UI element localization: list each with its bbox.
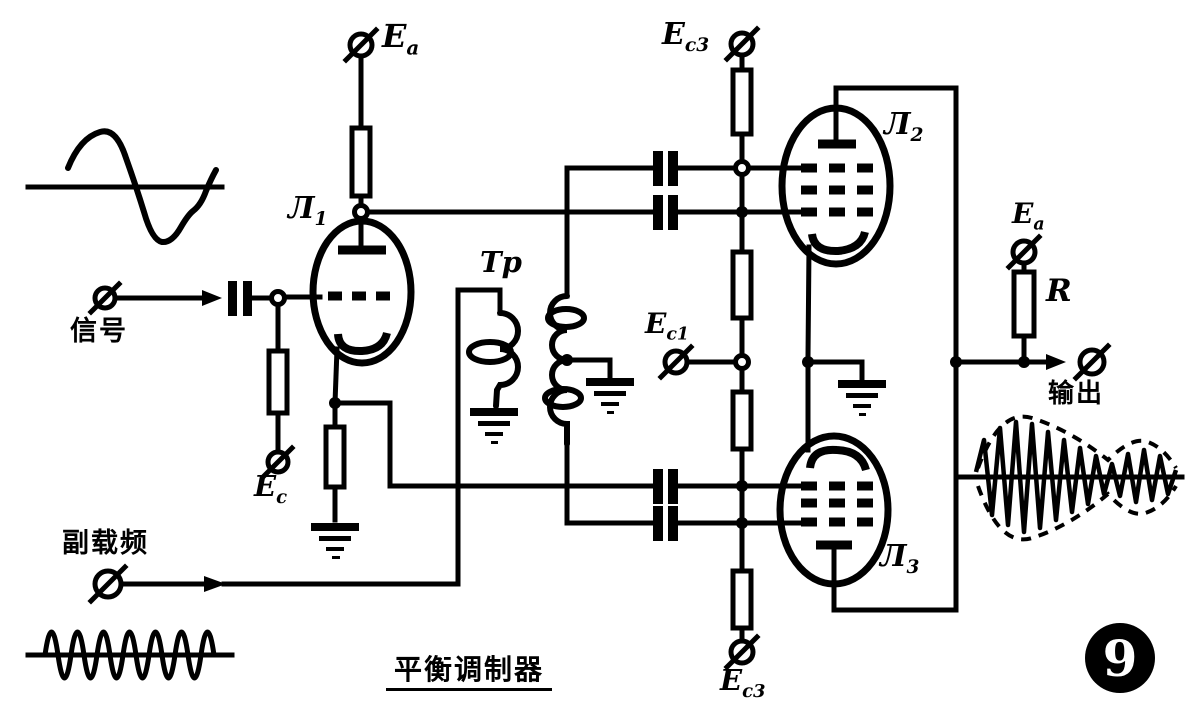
- label-output: 输出: [1048, 379, 1105, 409]
- terminal-ec: [260, 444, 296, 480]
- ground-cathode-l1: [311, 523, 359, 559]
- label-tube-l2: Л2: [884, 107, 924, 146]
- cathode-l1: [334, 331, 391, 356]
- primary-loop: [466, 339, 514, 365]
- figure-number-badge: 9: [1085, 623, 1155, 693]
- carrier-waveform: [25, 629, 235, 681]
- terminal-ec1: [657, 343, 695, 381]
- cathode-l3: [806, 445, 870, 472]
- capacitor-signal-to-l2: [653, 195, 678, 230]
- capacitor-signal-to-l3: [653, 469, 678, 504]
- cathode-l2: [808, 230, 869, 256]
- capacitor-carrier-to-l3: [653, 506, 678, 541]
- label-ec3-bottom: Ec3: [720, 663, 766, 702]
- label-tube-l3: Л3: [880, 539, 920, 578]
- output-waveform: [957, 414, 1185, 542]
- wiring: [113, 53, 1066, 644]
- output-arrow: [1046, 354, 1066, 370]
- figure-caption: 平衡调制器: [386, 656, 553, 691]
- resistor-grid-l1: [266, 348, 290, 416]
- ground-primary: [470, 408, 518, 444]
- label-ec: Ec: [254, 469, 288, 508]
- figure-number: 9: [1102, 628, 1138, 688]
- carrier-arrow: [204, 576, 226, 592]
- terminal-signal-input: [87, 280, 123, 316]
- secondary-loop-bottom: [542, 386, 584, 410]
- terminal-ea-top: [342, 26, 380, 64]
- resistor-bias-chain-3: [730, 389, 754, 452]
- terminal-output: [1072, 342, 1112, 382]
- resistor-plate-l1: [349, 125, 373, 199]
- label-signal-input: 信号: [70, 316, 128, 347]
- modulating-waveform: [25, 128, 225, 246]
- ground-cathodes-l2-l3: [838, 380, 886, 416]
- resistor-cathode-l1: [323, 424, 347, 490]
- capacitor-signal-input: [228, 281, 252, 316]
- terminal-ea-right: [1005, 233, 1043, 271]
- tube-l1: [309, 215, 415, 406]
- ground-secondary-tap: [586, 378, 634, 414]
- resistor-load-r: [1011, 269, 1037, 339]
- resistor-bias-chain-4: [730, 568, 754, 631]
- tube-l2: [778, 104, 894, 268]
- label-ea-top: Ea: [382, 17, 420, 60]
- signal-arrow: [202, 290, 222, 306]
- label-load-resistor: R: [1046, 273, 1072, 309]
- junctions: [269, 159, 1030, 529]
- label-ec3-top: Ec3: [662, 17, 710, 56]
- terminal-ec3-bottom: [723, 633, 761, 671]
- resistor-bias-chain-1: [730, 67, 754, 137]
- secondary-loop-top: [545, 306, 587, 330]
- label-ea-right: Ea: [1012, 197, 1045, 235]
- terminal-carrier-input: [87, 563, 129, 605]
- label-transformer-tp: Tp: [480, 245, 522, 279]
- label-ec1: Ec1: [645, 307, 689, 345]
- tube-l3: [776, 432, 892, 588]
- capacitor-carrier-to-l2: [653, 151, 678, 186]
- resistor-bias-chain-2: [730, 249, 754, 321]
- label-carrier-input: 副载频: [62, 528, 149, 559]
- label-tube-l1: Л1: [288, 191, 328, 230]
- terminal-ec3-top: [723, 25, 761, 63]
